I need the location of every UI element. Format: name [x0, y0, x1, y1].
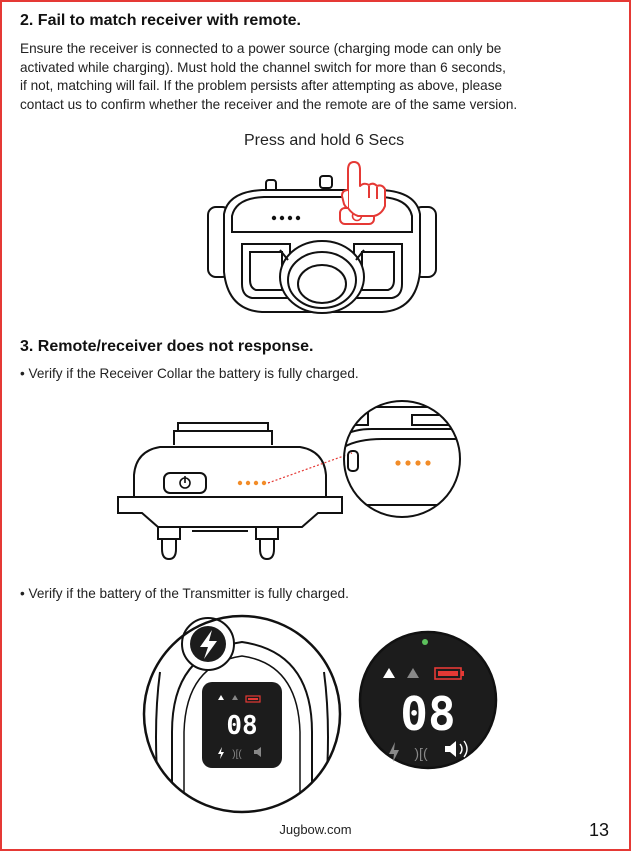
section3-bullet-receiver: • Verify if the Receiver Collar the batt… [20, 366, 359, 381]
vibration-icon: )[( [232, 749, 242, 760]
section2-line-2: activated while charging). Must hold the… [20, 59, 506, 75]
section2-line-1: Ensure the receiver is connected to a po… [20, 41, 502, 56]
vibrate-mode-icon [232, 695, 238, 700]
sound-icon-large [445, 741, 456, 757]
zoomed-led-indicator [395, 460, 431, 466]
bell-icon [218, 695, 224, 700]
transmitter-display-zoom: 08 )[( [358, 630, 498, 770]
press-hold-caption: Press and hold 6 Secs [244, 132, 405, 149]
section3-bullet-transmitter: • Verify if the battery of the Transmitt… [20, 586, 349, 601]
pressing-hand-icon [341, 161, 386, 217]
channel-number-large: 08 [400, 687, 455, 741]
section2-paragraph: Ensure the receiver is connected to a po… [20, 40, 610, 114]
vibrate-mode-icon-large [407, 668, 419, 678]
channel-number-small: 08 [226, 711, 257, 741]
status-led-green [422, 639, 428, 645]
battery-icon [245, 695, 261, 703]
footer-website: Jugbow.com [279, 822, 352, 837]
section2-heading: 2. Fail to match receiver with remote. [20, 12, 301, 30]
sound-icon [254, 747, 261, 757]
page-number: 13 [588, 820, 609, 840]
bell-icon-large [383, 668, 395, 678]
receiver-led-indicator [237, 480, 267, 486]
section3-heading: 3. Remote/receiver does not response. [20, 338, 314, 355]
section2-title: . Fail to match receiver with remote. [28, 12, 301, 29]
section2-line-4: contact us to confirm whether the receiv… [20, 96, 518, 112]
section2-number: 2 [20, 12, 29, 29]
receiver-battery-illustration [117, 400, 461, 561]
transmitter-closeup-illustration: 08 )[( [142, 614, 342, 814]
transmitter-lcd-panel [202, 682, 282, 768]
vibration-icon-large: )[( [414, 745, 428, 761]
shock-icon-large [389, 742, 399, 762]
receiver-pairing-illustration [207, 161, 437, 314]
shock-icon [218, 747, 224, 759]
bolt-icon [200, 630, 217, 659]
section2-line-3: if not, matching will fail. If the probl… [20, 78, 503, 93]
